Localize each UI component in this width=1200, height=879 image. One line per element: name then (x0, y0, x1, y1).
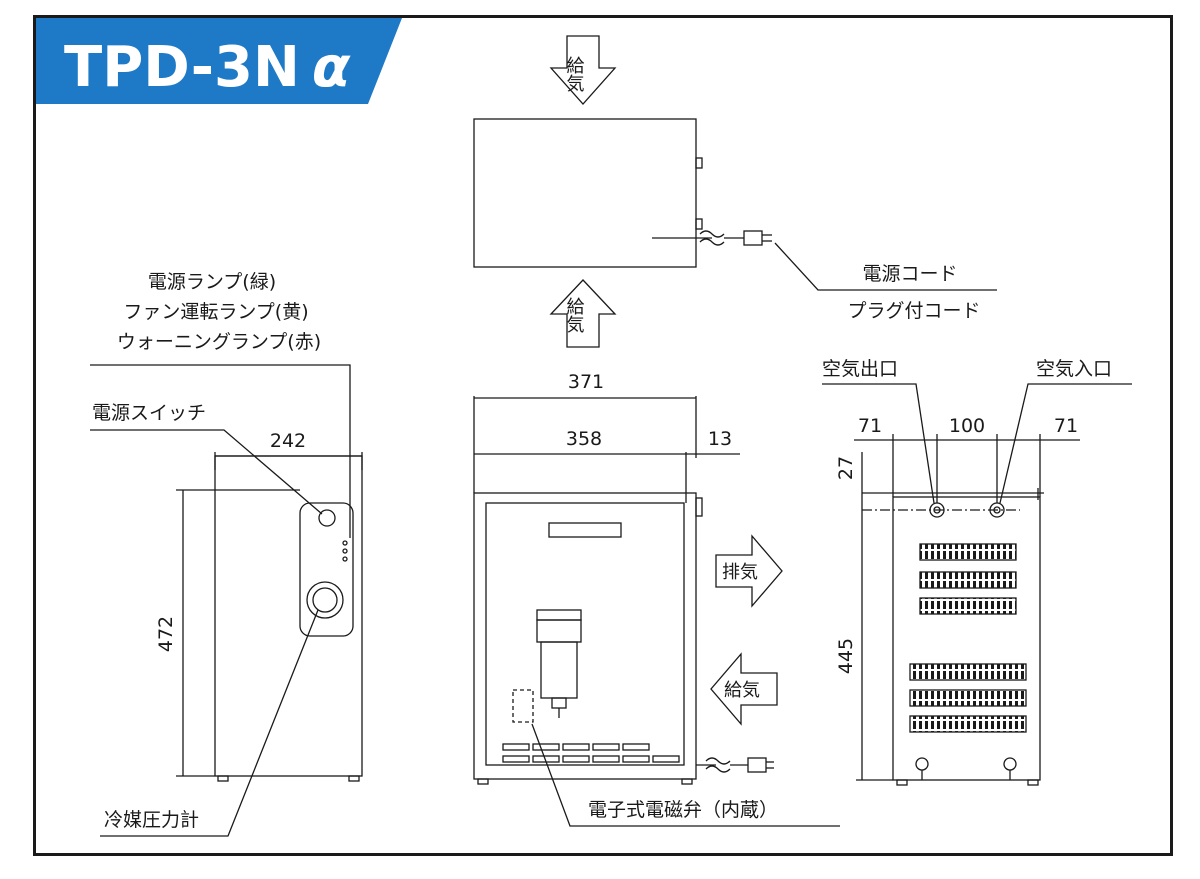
pressure-gauge (306, 581, 344, 619)
top-view-body (473, 118, 697, 268)
dim-right-top: 27 (835, 456, 857, 480)
dim-right-height: 445 (835, 638, 857, 674)
outlet-leader (822, 383, 935, 504)
rear-louver-1 (919, 543, 1017, 561)
fan-lamp-label: ファン運転ランプ(黄) (123, 301, 308, 323)
solenoid-valve-label: 電子式電磁弁（内蔵） (588, 799, 778, 821)
callout-labels: 電源コード プラグ付コード 電源ランプ(緑) ファン運転ランプ(黄) ウォーニン… (92, 263, 1112, 831)
power-cord-label: 電源コード (862, 263, 957, 285)
dim-right-right: 71 (1054, 415, 1078, 437)
gauge-leader (100, 609, 319, 837)
left-view (90, 364, 363, 837)
refrigerant-gauge-label: 冷媒圧力計 (104, 809, 199, 831)
banner-shape (36, 18, 402, 104)
front-fitting (695, 497, 703, 517)
top-supply-label: 給気 (564, 56, 585, 93)
dim-front-outer: 371 (568, 371, 604, 393)
power-switch-label: 電源スイッチ (92, 402, 206, 424)
filter-bowl (540, 641, 578, 699)
warning-lamp-label: ウォーニングランプ(赤) (117, 331, 321, 353)
side-supply-arrow (710, 652, 778, 726)
air-outlet-label: 空気出口 (822, 358, 898, 380)
front-view (473, 396, 840, 827)
rear-louver-2 (909, 663, 1027, 681)
lamp-green (342, 540, 348, 546)
filter-cap (536, 609, 582, 621)
top-fitting-2 (695, 218, 703, 230)
side-supply-label: 給気 (724, 680, 760, 701)
power-switch-knob (318, 509, 336, 527)
top-supply-arrow (549, 35, 617, 105)
drawing-frame (33, 15, 1173, 856)
exhaust-label: 排気 (722, 562, 758, 583)
cord-coil (699, 230, 725, 238)
dim-front-inner: 358 (566, 428, 602, 450)
front-louvers (502, 743, 680, 763)
plug-icon (743, 230, 763, 246)
lamp-red (342, 556, 348, 562)
lamp-yellow (342, 548, 348, 554)
dimension-labels: 242 472 371 358 13 71 100 71 27 445 (155, 371, 1078, 674)
cord-leader (774, 242, 997, 291)
top-view (473, 35, 997, 348)
dim-right-spacing: 100 (949, 415, 985, 437)
control-panel (299, 502, 354, 637)
front-handle (548, 522, 622, 538)
top-fitting-1 (695, 157, 703, 169)
plug-cord-label: プラグ付コード (847, 300, 980, 322)
dim-front-side: 13 (708, 428, 732, 450)
mid-supply-arrow (549, 279, 617, 348)
dim-left-height: 472 (155, 616, 177, 652)
front-outer-body (473, 492, 697, 780)
exhaust-arrow (715, 534, 783, 608)
rear-foot-port-1 (915, 757, 929, 771)
solenoid-leader (531, 723, 840, 827)
inlet-leader (999, 383, 1132, 504)
solenoid-valve (512, 689, 534, 723)
dim-right-left: 71 (858, 415, 882, 437)
rear-foot-port-2 (1003, 757, 1017, 771)
right-view-body (892, 496, 1041, 781)
left-view-body (214, 455, 363, 777)
switch-leader (90, 429, 323, 515)
right-view (822, 383, 1132, 786)
power-lamp-label: 電源ランプ(緑) (148, 271, 276, 293)
mid-supply-label: 給気 (564, 297, 585, 334)
arrow-labels: 給気 給気 排気 給気 (564, 56, 761, 701)
front-door (485, 502, 685, 766)
lamp-leader (90, 364, 351, 538)
dim-left-width: 242 (270, 430, 306, 452)
air-inlet-label: 空気入口 (1036, 358, 1112, 380)
